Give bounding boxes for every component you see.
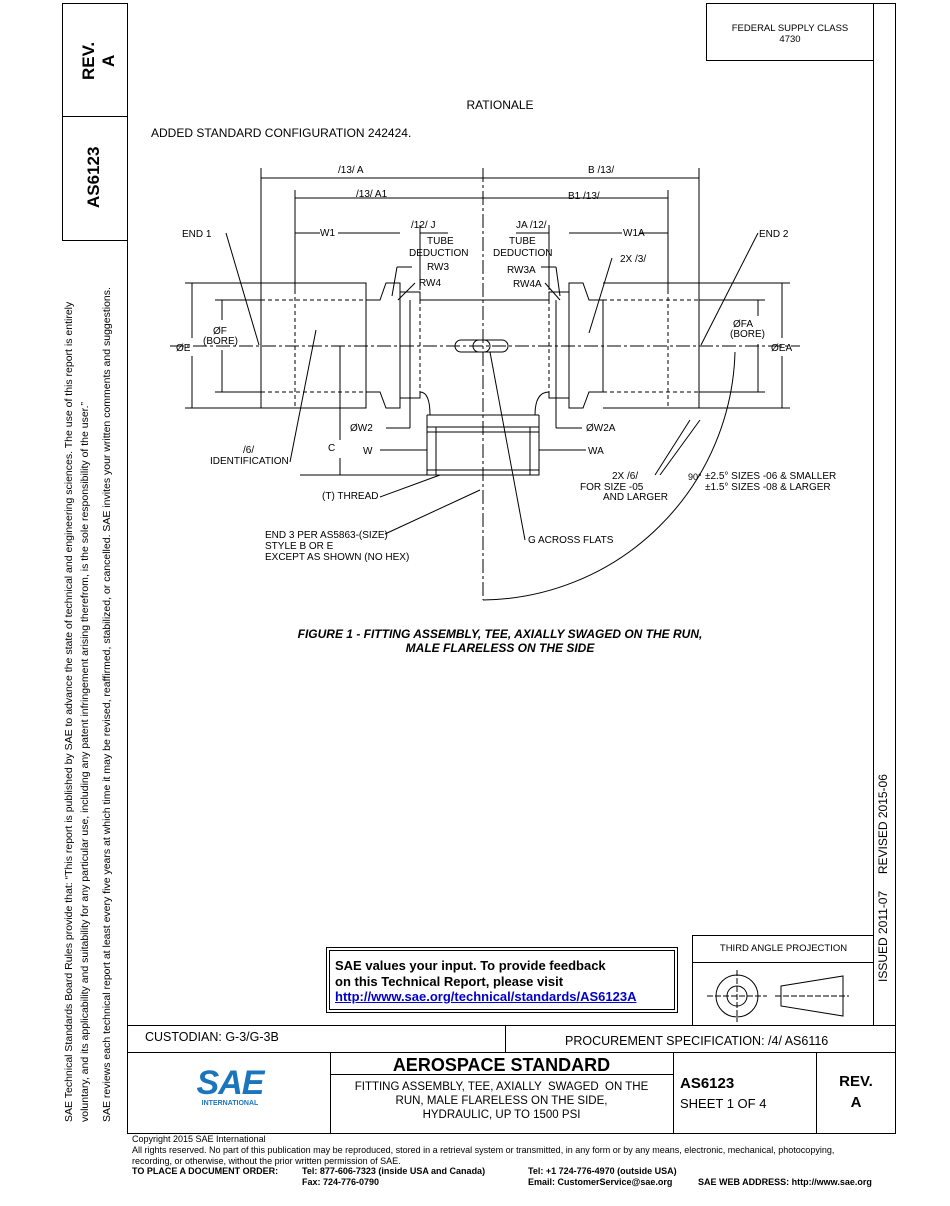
label-thread: (T) THREAD <box>322 491 378 502</box>
footer-copyright: Copyright 2015 SAE International <box>132 1134 266 1144</box>
label-90-deg: 90° <box>688 472 702 482</box>
feedback-line-1: SAE values your input. To provide feedba… <box>335 958 606 973</box>
label-ident-6: /6/ <box>243 445 254 456</box>
label-end-1: END 1 <box>182 229 212 240</box>
frame-right-inner <box>873 3 874 1025</box>
label-rw4: RW4 <box>419 278 441 289</box>
doc-title-line-2: RUN, MALE FLARELESS ON THE SIDE, <box>395 1095 608 1107</box>
label-tube-2a: TUBE <box>509 236 536 247</box>
footer-fax: Fax: 724-776-0790 <box>302 1177 380 1187</box>
tb-bottom <box>127 1133 896 1134</box>
footer-rights-1: All rights reserved. No part of this pub… <box>132 1145 835 1155</box>
label-bore-2: (BORE) <box>730 329 765 340</box>
doc-title-line-3: HYDRAULIC, UP TO 1500 PSI <box>422 1109 581 1121</box>
third-angle-projection-icon <box>707 970 849 1022</box>
footer-rights-2: recording, or otherwise, without the pri… <box>132 1156 401 1166</box>
feedback-box: SAE values your input. To provide feedba… <box>326 947 678 1013</box>
label-w: W <box>363 446 373 457</box>
footer-email: Email: CustomerService@sae.org <box>528 1177 673 1187</box>
tb-top <box>127 1025 896 1026</box>
frame-left-border <box>62 3 63 240</box>
label-2x-6: 2X /6/ <box>612 471 638 482</box>
tb-col-title <box>673 1052 674 1133</box>
footer-web: SAE WEB ADDRESS: http://www.sae.org <box>698 1177 872 1187</box>
rationale-text: ADDED STANDARD CONFIGURATION 242424. <box>151 126 412 140</box>
frame-fsc-bottom <box>706 60 874 61</box>
label-rw3a: RW3A <box>507 265 536 276</box>
tb-title-divider <box>330 1074 673 1075</box>
label-rw3: RW3 <box>427 262 449 273</box>
footer-tel-outside: Tel: +1 724-776-4970 (outside USA) <box>528 1166 677 1176</box>
sae-logo: SAE INTERNATIONAL <box>180 1066 280 1107</box>
label-2x-3: 2X /3/ <box>620 254 646 265</box>
label-identification: IDENTIFICATION <box>210 456 289 467</box>
label-end3-1: END 3 PER AS5863-(SIZE) <box>265 530 388 541</box>
label-tube-1a: TUBE <box>427 236 454 247</box>
tb-col-logo <box>330 1052 331 1133</box>
sae-logo-mark: SAE <box>196 1064 265 1102</box>
tb-rev-label: REV. <box>839 1073 873 1090</box>
feedback-link[interactable]: http://www.sae.org/technical/standards/A… <box>335 989 637 1004</box>
frame-top <box>62 3 128 4</box>
label-tube-2b: DEDUCTION <box>493 248 552 259</box>
label-phi-f: ØF <box>213 326 227 337</box>
dim-label-b1: B1 /13/ <box>568 191 600 202</box>
label-tube-1b: DEDUCTION <box>409 248 468 259</box>
frame-fsc-left <box>706 3 707 60</box>
label-c: C <box>328 443 335 454</box>
fsc-label: FEDERAL SUPPLY CLASS <box>731 23 849 34</box>
dim-label-w1: W1 <box>320 228 335 239</box>
sae-logo-sub: INTERNATIONAL <box>201 1100 259 1107</box>
label-and-larger: AND LARGER <box>603 492 668 503</box>
label-phi-e: ØE <box>176 343 191 354</box>
label-for-size: FOR SIZE -05 <box>580 482 644 493</box>
feedback-line-2: on this Technical Report, please visit <box>335 974 564 989</box>
label-phi-ea: ØEA <box>771 343 792 354</box>
figure-caption-line-2: MALE FLARELESS ON THE SIDE <box>405 641 595 655</box>
label-tol-2: ±1.5° SIZES -08 & LARGER <box>705 482 831 493</box>
dim-label-j: /12/ J <box>411 220 435 231</box>
tb-rev-value: A <box>850 1094 862 1111</box>
dim-label-w1a: W1A <box>623 228 645 239</box>
frame-right-outer <box>895 3 896 1133</box>
footer-tel-us: Tel: 877-606-7323 (inside USA and Canada… <box>302 1166 486 1176</box>
tb-sheet: SHEET 1 OF 4 <box>680 1096 767 1111</box>
custodian-text: CUSTODIAN: G-3/G-3B <box>145 1030 279 1044</box>
label-end-2: END 2 <box>759 229 789 240</box>
label-phi-w2: ØW2 <box>350 423 373 434</box>
frame-fsc-top <box>706 3 896 4</box>
dim-label-a: /13/ A <box>338 165 364 176</box>
projection-label: THIRD ANGLE PROJECTION <box>719 943 848 954</box>
label-wa: WA <box>588 446 604 457</box>
frame-rev-left <box>127 3 128 1133</box>
issued-revised-date: ISSUED 2011-07 REVISED 2015-06 <box>876 774 890 982</box>
procurement-spec: PROCUREMENT SPECIFICATION: /4/ AS6116 <box>565 1034 829 1048</box>
fsc-value: 4730 <box>779 34 801 45</box>
tb-mid <box>127 1052 896 1053</box>
tee-fitting-drawing: /13/ A B /13/ /13/ A1 B1 /13/ END 1 END … <box>170 165 836 601</box>
frame-rev-divider <box>62 116 128 117</box>
tb-doc-number: AS6123 <box>680 1075 735 1092</box>
label-tol-1: ±2.5° SIZES -06 & SMALLER <box>705 471 836 482</box>
footer-order-label: TO PLACE A DOCUMENT ORDER: <box>132 1166 279 1176</box>
label-phi-fa: ØFA <box>733 319 753 330</box>
label-phi-w2a: ØW2A <box>586 423 616 434</box>
rationale-title: RATIONALE <box>466 98 534 112</box>
label-end3-3: EXCEPT AS SHOWN (NO HEX) <box>265 552 409 563</box>
tb-custodian-divider <box>505 1025 506 1052</box>
projection-box: THIRD ANGLE PROJECTION <box>692 935 874 1026</box>
frame-side-bottom <box>62 240 128 241</box>
label-end3-2: STYLE B OR E <box>265 541 334 552</box>
tb-col-rev <box>816 1052 817 1133</box>
standard-type: AEROSPACE STANDARD <box>392 1055 611 1075</box>
label-bore-1: (BORE) <box>203 336 238 347</box>
label-g-flats: G ACROSS FLATS <box>528 535 614 546</box>
label-rw4a: RW4A <box>513 279 542 290</box>
dim-label-ja: JA /12/ <box>516 220 547 231</box>
figure-caption-line-1: FIGURE 1 - FITTING ASSEMBLY, TEE, AXIALL… <box>297 627 703 641</box>
dim-label-a1: /13/ A1 <box>356 189 388 200</box>
doc-title-line-1: FITTING ASSEMBLY, TEE, AXIALLY SWAGED ON… <box>354 1081 649 1093</box>
dim-label-b: B /13/ <box>588 165 614 176</box>
